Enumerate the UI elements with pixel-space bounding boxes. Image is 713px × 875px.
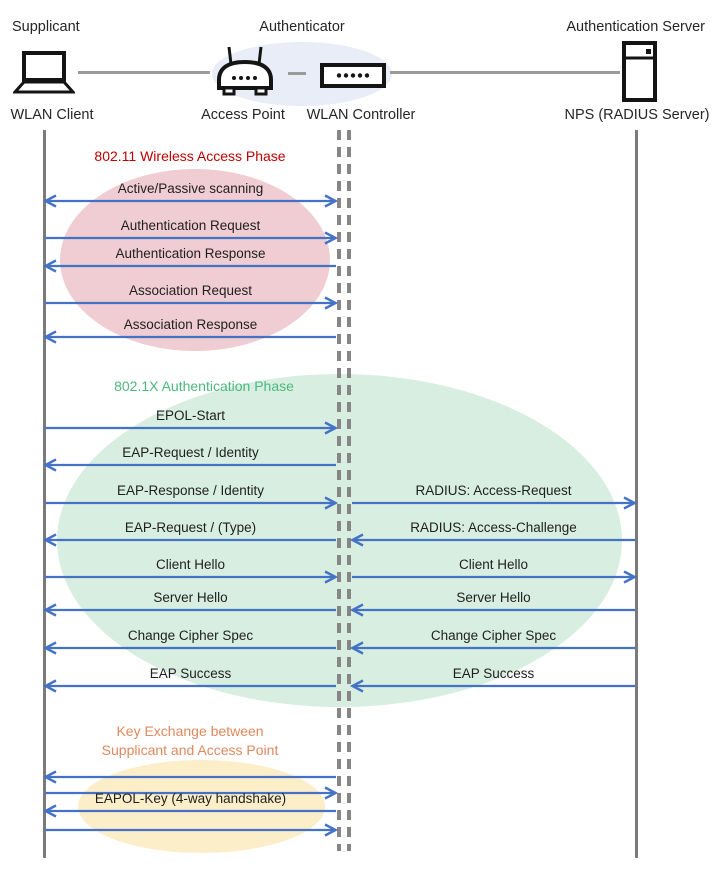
message-label: EAP-Response / Identity [116, 483, 265, 498]
lifeline-authenticator-left [337, 130, 341, 851]
message-arrow-right [45, 823, 339, 837]
phase3-ellipse [78, 760, 325, 853]
message-label: EAP Success [149, 666, 232, 681]
phase1-title: 802.11 Wireless Access Phase [94, 148, 286, 164]
message-label: Server Hello [456, 590, 531, 605]
message-arrow-right [45, 421, 339, 435]
role-label-authenticator: Authenticator [259, 19, 345, 35]
message-arrow-left [42, 259, 336, 273]
lifeline-authenticator-right [347, 130, 351, 851]
message-arrow-left [349, 679, 635, 693]
device-label-wlan-controller: WLAN Controller [306, 107, 416, 123]
device-label-nps-radius-server: NPS (RADIUS Server) [564, 107, 710, 123]
message-label: Change Cipher Spec [127, 628, 254, 643]
message-label: EAP-Request / Identity [122, 445, 259, 460]
message-label: RADIUS: Access-Challenge [410, 520, 577, 535]
connector-line [288, 72, 306, 75]
role-label-authentication-server: Authentication Server [566, 19, 705, 35]
message-arrow-left [42, 679, 336, 693]
connector-line [78, 71, 210, 74]
message-label: Association Request [128, 283, 253, 298]
message-arrow-right [45, 496, 339, 510]
message-arrow-right [45, 296, 339, 310]
laptop-icon [13, 51, 75, 94]
message-arrow-right [352, 570, 638, 584]
message-label: Change Cipher Spec [430, 628, 557, 643]
message-arrow-both [42, 194, 339, 208]
phase2-title: 802.1X Authentication Phase [114, 378, 294, 394]
lifeline-radius-server [635, 130, 638, 858]
message-arrow-left [42, 533, 336, 547]
phase1-ellipse [60, 169, 330, 351]
message-arrow-left [42, 458, 336, 472]
wlan-controller-icon [320, 63, 386, 88]
connector-line [390, 71, 620, 74]
server-icon [622, 41, 657, 102]
message-label: Authentication Response [115, 246, 266, 261]
phase3-title: Key Exchange between Supplicant and Acce… [102, 722, 279, 760]
message-arrow-right [45, 231, 339, 245]
message-arrow-right [45, 786, 339, 800]
message-label: RADIUS: Access-Request [415, 483, 572, 498]
message-label: Active/Passive scanning [117, 181, 264, 196]
message-label: EAP Success [452, 666, 535, 681]
lifeline-wlan-client [43, 130, 46, 858]
message-label: Client Hello [155, 557, 226, 572]
message-arrow-left [349, 641, 635, 655]
message-label: EPOL-Start [155, 408, 226, 423]
message-label: Server Hello [153, 590, 228, 605]
message-arrow-left [42, 641, 336, 655]
message-arrow-left [42, 603, 336, 617]
message-arrow-left [42, 330, 336, 344]
message-label: Client Hello [458, 557, 529, 572]
message-label: EAP-Request / (Type) [124, 520, 257, 535]
message-arrow-left [42, 770, 336, 784]
message-arrow-right [352, 496, 638, 510]
role-label-supplicant: Supplicant [12, 19, 80, 35]
message-label: EAPOL-Key (4-way handshake) [94, 791, 287, 806]
phase3-title-line1: Key Exchange between [116, 723, 264, 739]
message-arrow-left [349, 603, 635, 617]
message-arrow-right [45, 570, 339, 584]
message-label: Authentication Request [120, 218, 261, 233]
access-point-icon [217, 46, 273, 96]
device-label-access-point: Access Point [201, 107, 285, 123]
phase3-title-line2: Supplicant and Access Point [101, 742, 279, 758]
message-label: Association Response [123, 317, 258, 332]
message-arrow-left [349, 533, 635, 547]
message-arrow-left [42, 804, 336, 818]
device-label-wlan-client: WLAN Client [10, 107, 94, 123]
